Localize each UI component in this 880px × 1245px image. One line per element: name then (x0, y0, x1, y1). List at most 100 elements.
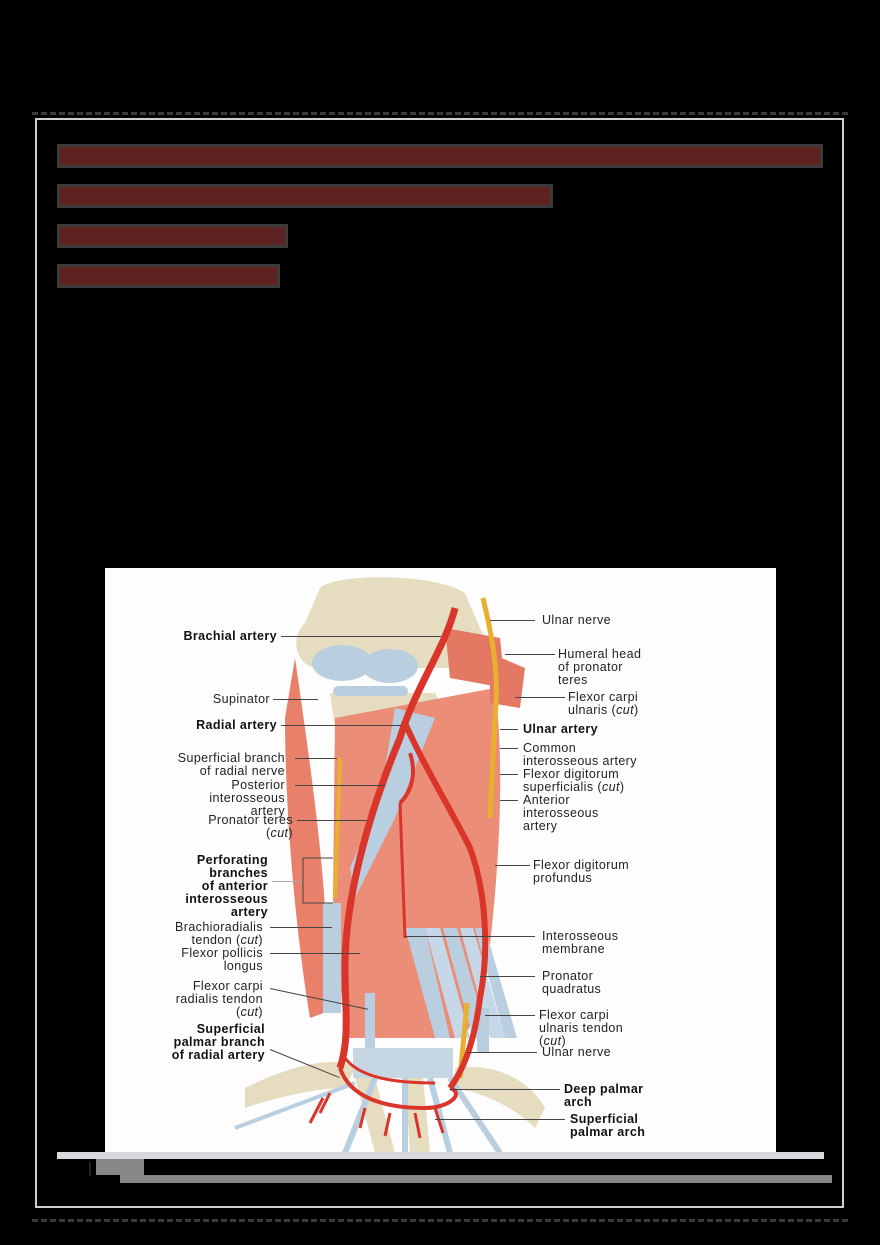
label-anterior-interosseous-artery: Anterior interosseous artery (523, 794, 599, 833)
footer-marker (89, 1162, 91, 1176)
label-text: Flexor carpi (568, 690, 639, 704)
label-text: palmar branch (173, 1035, 265, 1049)
label-supinator: Supinator (145, 693, 270, 706)
label-text: Deep palmar (564, 1082, 644, 1096)
label-interosseous-membrane: Interosseous membrane (542, 930, 618, 956)
label-text: interosseous (209, 791, 285, 805)
label-text: Interosseous (542, 929, 619, 943)
label-perforating-branches: Perforating branches of anterior interos… (135, 854, 268, 919)
leader-line (500, 800, 518, 801)
label-text: Superficial branch (177, 751, 285, 765)
leader-line (281, 636, 441, 637)
label-text: Humeral head (558, 647, 642, 661)
label-text: Ulnar nerve (542, 613, 612, 627)
label-text: Flexor digitorum (533, 858, 630, 872)
label-text: of radial artery (171, 1048, 265, 1062)
label-flexor-pollicis-longus: Flexor pollicis longus (125, 947, 263, 973)
label-common-interosseous-artery: Common interosseous artery (523, 742, 637, 768)
label-superficial-palmar-arch: Superficial palmar arch (570, 1113, 645, 1139)
label-text: of radial nerve (199, 764, 285, 778)
label-text: Flexor digitorum (523, 767, 620, 781)
label-text: ulnaris tendon (539, 1021, 624, 1035)
leader-line (272, 881, 302, 882)
label-text: interosseous (523, 806, 599, 820)
leader-line (297, 820, 367, 821)
label-text: Radial artery (196, 718, 277, 732)
leader-line (270, 953, 360, 954)
footer-page-tab (96, 1159, 144, 1175)
label-flexor-carpi-ulnaris-tendon: Flexor carpi ulnaris tendon (cut) (539, 1008, 624, 1048)
label-flexor-carpi-ulnaris-cut: Flexor carpi ulnaris (cut) (568, 690, 639, 717)
label-text: artery (523, 819, 558, 833)
leader-line (500, 774, 518, 775)
label-text: Common (523, 741, 577, 755)
label-text: superficialis (523, 780, 594, 794)
label-text: quadratus (542, 982, 602, 996)
label-text: of pronator (558, 660, 623, 674)
label-text: artery (230, 905, 268, 919)
label-ulnar-nerve-top: Ulnar nerve (542, 614, 611, 627)
leader-line (281, 725, 401, 726)
label-text: ulnaris (568, 703, 608, 717)
label-text: arch (564, 1095, 593, 1109)
label-flexor-carpi-radialis-tendon: Flexor carpi radialis tendon (cut) (125, 980, 263, 1019)
label-text: Anterior (523, 793, 570, 807)
label-text: cut (240, 1005, 259, 1019)
label-superficial-branch-radial-nerve: Superficial branch of radial nerve (125, 752, 285, 778)
forearm-anatomy-figure: Brachial artery Supinator Radial artery … (105, 568, 776, 1153)
label-text: interosseous artery (523, 754, 637, 768)
heading-line-4 (60, 267, 277, 285)
label-text: longus (223, 959, 263, 973)
label-brachioradialis-tendon: Brachioradialis tendon (cut) (125, 921, 263, 947)
label-humeral-head-pronator-teres: Humeral head of pronator teres (558, 648, 641, 687)
label-text: Superficial (196, 1022, 265, 1036)
heading-line-3 (60, 227, 285, 245)
label-pronator-teres-cut: Pronator teres (cut) (145, 814, 293, 840)
label-text: tendon (191, 933, 233, 947)
leader-line (500, 748, 518, 749)
label-radial-artery: Radial artery (145, 719, 277, 732)
label-text: Ulnar nerve (542, 1045, 612, 1059)
label-text: Flexor pollicis (181, 946, 263, 960)
label-text: radialis tendon (175, 992, 263, 1006)
leader-line (500, 729, 518, 730)
label-text: Posterior (231, 778, 285, 792)
label-text: Supinator (212, 692, 270, 706)
label-text: membrane (542, 942, 605, 956)
page-outer-border (32, 112, 848, 1222)
leader-line (480, 976, 535, 977)
heading-line-2 (60, 187, 550, 205)
leader-line (405, 936, 535, 937)
leader-line (505, 654, 555, 655)
footer-divider (57, 1152, 824, 1159)
label-text: teres (558, 673, 588, 687)
label-text: Ulnar artery (523, 722, 598, 736)
label-text: cut (601, 780, 620, 794)
heading-line-1 (60, 147, 820, 165)
label-ulnar-artery: Ulnar artery (523, 723, 598, 736)
label-text: Flexor carpi (539, 1008, 610, 1022)
label-text: cut (543, 1034, 562, 1048)
leader-line (515, 697, 565, 698)
label-text: Superficial (570, 1112, 639, 1126)
leader-line (273, 699, 318, 700)
label-text: branches (209, 866, 268, 880)
label-text: Flexor carpi (192, 979, 263, 993)
forearm-illustration (234, 577, 545, 1153)
label-text: profundus (533, 871, 593, 885)
leader-line (485, 1015, 535, 1016)
leader-line (490, 620, 535, 621)
label-text: Brachial artery (183, 629, 277, 643)
label-text: palmar arch (570, 1125, 646, 1139)
leader-line (450, 1089, 560, 1090)
label-posterior-interosseous-artery: Posterior interosseous artery (145, 779, 285, 818)
label-text: Pronator (542, 969, 594, 983)
page-frame (35, 118, 844, 1208)
label-superficial-palmar-branch: Superficial palmar branch of radial arte… (125, 1023, 265, 1062)
leader-line (270, 927, 332, 928)
label-text: cut (616, 703, 634, 717)
label-text: interosseous (185, 892, 268, 906)
label-ulnar-nerve-bottom: Ulnar nerve (542, 1046, 611, 1059)
label-brachial-artery: Brachial artery (145, 630, 277, 643)
label-text: cut (270, 826, 289, 840)
